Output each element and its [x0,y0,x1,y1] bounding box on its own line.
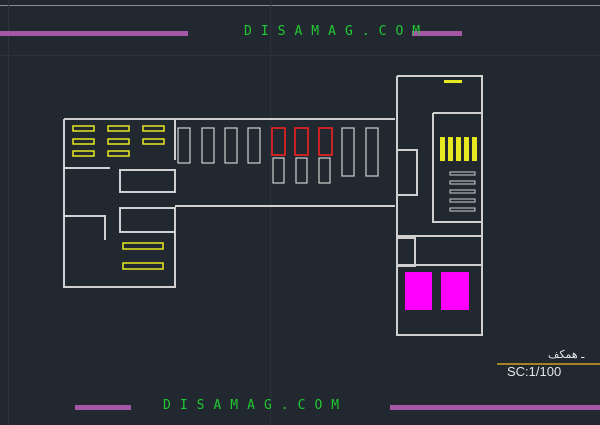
footer-bar-right [390,405,600,410]
watermark-bottom: DISAMAG.COM [163,398,349,413]
title-bar-left [0,31,188,36]
walls [63,75,483,336]
footer-bar-left [75,405,131,410]
vehicle-bays [177,127,379,184]
grid-line [270,0,271,425]
scale-label: SC:1/100 [507,364,562,379]
beds-right [440,80,477,161]
auditorium-seating [405,272,469,310]
grid-line [0,55,600,56]
drawing-title: ـ همکف [548,348,585,361]
grid-line [0,5,600,6]
fire-trucks [271,127,333,156]
beds-left [72,125,165,270]
watermark-top: DISAMAG.COM [244,24,430,39]
lockers [449,171,476,212]
grid-line [8,0,9,425]
title-bar-right [412,31,462,36]
